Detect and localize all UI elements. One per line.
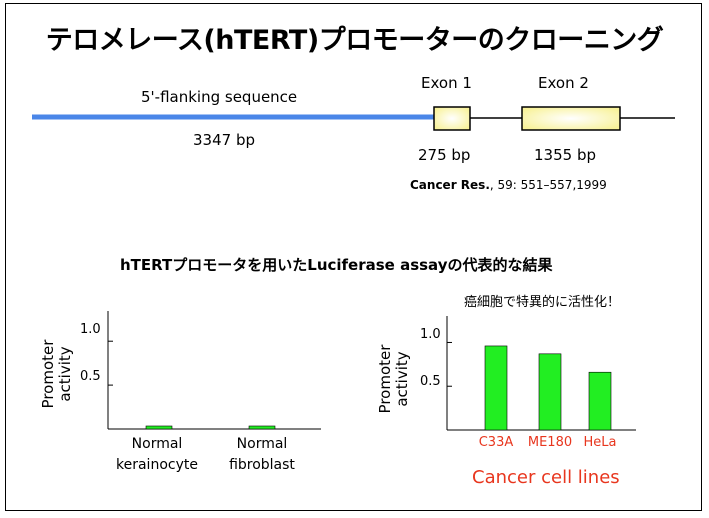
chart1-category-fibroblast: Normal fibroblast: [202, 434, 322, 476]
chart2-category-0: C33A: [478, 435, 514, 450]
citation-ref: , 59: 551–557,1999: [489, 178, 607, 192]
chart1-category-fibroblast-line1: Normal: [236, 436, 288, 452]
exon1-size: 275 bp: [418, 146, 471, 164]
flanking-size: 3347 bp: [193, 131, 255, 149]
chart2-title: 癌細胞で特異的に活性化！: [464, 295, 621, 310]
flanking-label: 5'-flanking sequence: [141, 88, 298, 106]
slide-frame: [5, 3, 702, 511]
exon2-label: Exon 2: [538, 74, 589, 92]
exon1-label: Exon 1: [421, 74, 472, 92]
chart1-category-keratinocyte-line2: kerainocyte: [116, 457, 198, 473]
citation: Cancer Res., 59: 551–557,1999: [410, 178, 607, 192]
chart1-category-fibroblast-line2: fibroblast: [229, 457, 295, 473]
chart2-bar-2: [588, 371, 612, 431]
chart2-ytick-1-0: 1.0: [420, 327, 441, 342]
chart2-bar-0: [484, 345, 508, 431]
chart1-bar-1: [248, 425, 276, 430]
exon2-size: 1355 bp: [534, 146, 596, 164]
chart2-bar-1: [538, 353, 562, 431]
exon2-box: [521, 106, 621, 131]
chart2-xlabel: Cancer cell lines: [472, 467, 620, 488]
citation-journal: Cancer Res.: [410, 178, 490, 192]
chart1-bar-0: [145, 425, 173, 430]
chart1-category-keratinocyte: Normal kerainocyte: [97, 434, 217, 476]
exon1-box: [433, 106, 471, 131]
slide-title: テロメレース(hTERT)プロモーターのクローニング: [45, 25, 664, 56]
chart2-ytick-0-5: 0.5: [420, 374, 441, 389]
chart1-ytick-1-0: 1.0: [80, 322, 101, 337]
chart1-ytick-0-5: 0.5: [80, 369, 101, 384]
chart2-ylabel: Promoter activity: [376, 334, 411, 424]
chart1-category-keratinocyte-line1: Normal: [131, 436, 183, 452]
chart2-category-1: ME180: [527, 435, 573, 450]
chart2-ylabel-line1: Promoter: [376, 344, 394, 414]
chart2-ylabel-line2: activity: [393, 351, 411, 407]
assay-subtitle: hTERTプロモータを用いたLuciferase assayの代表的な結果: [120, 256, 553, 274]
chart2-category-2: HeLa: [583, 435, 617, 450]
